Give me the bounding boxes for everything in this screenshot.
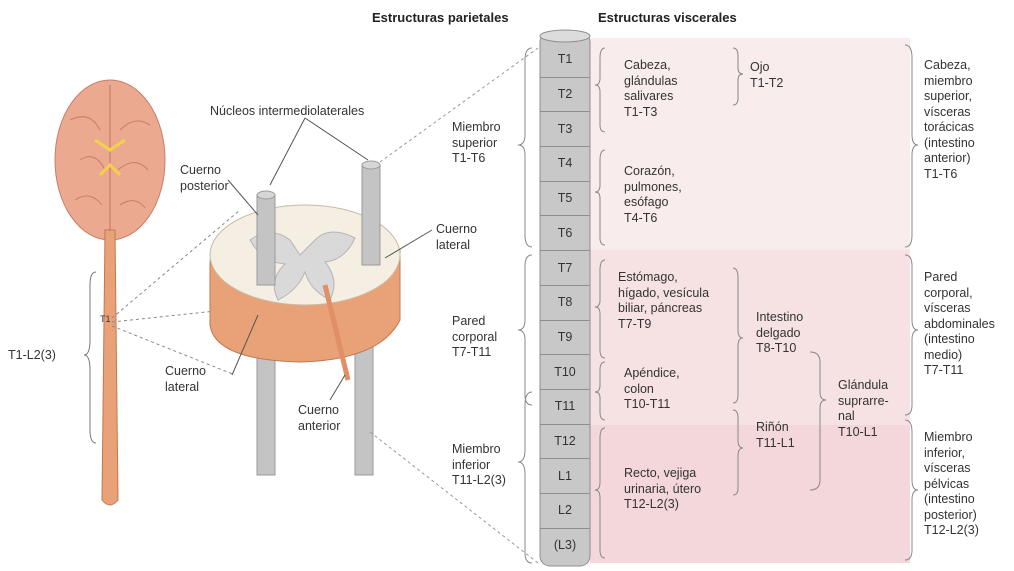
segment-t1: T1 xyxy=(540,42,590,78)
segment-t5: T5 xyxy=(540,181,590,217)
segment-t4: T4 xyxy=(540,146,590,182)
segment-t8: T8 xyxy=(540,285,590,321)
segment-l1: L1 xyxy=(540,458,590,494)
spinal-cord-long xyxy=(102,230,118,505)
segment-l2: L2 xyxy=(540,493,590,529)
label-nucleos-intermediolaterales: Núcleos intermediolaterales xyxy=(210,104,364,119)
segment-t10: T10 xyxy=(540,354,590,390)
segment-t2: T2 xyxy=(540,77,590,113)
segment-t3: T3 xyxy=(540,111,590,147)
segment-t6: T6 xyxy=(540,216,590,252)
level-marker-t1: T1 xyxy=(100,312,111,327)
segment-t12: T12 xyxy=(540,424,590,460)
range-label-t1-l2: T1-L2(3) xyxy=(8,348,56,363)
segment-t7: T7 xyxy=(540,250,590,286)
segment-t9: T9 xyxy=(540,320,590,356)
segment-l3: (L3) xyxy=(540,528,590,563)
brain-illustration xyxy=(55,80,165,240)
segment-t11: T11 xyxy=(540,389,590,425)
